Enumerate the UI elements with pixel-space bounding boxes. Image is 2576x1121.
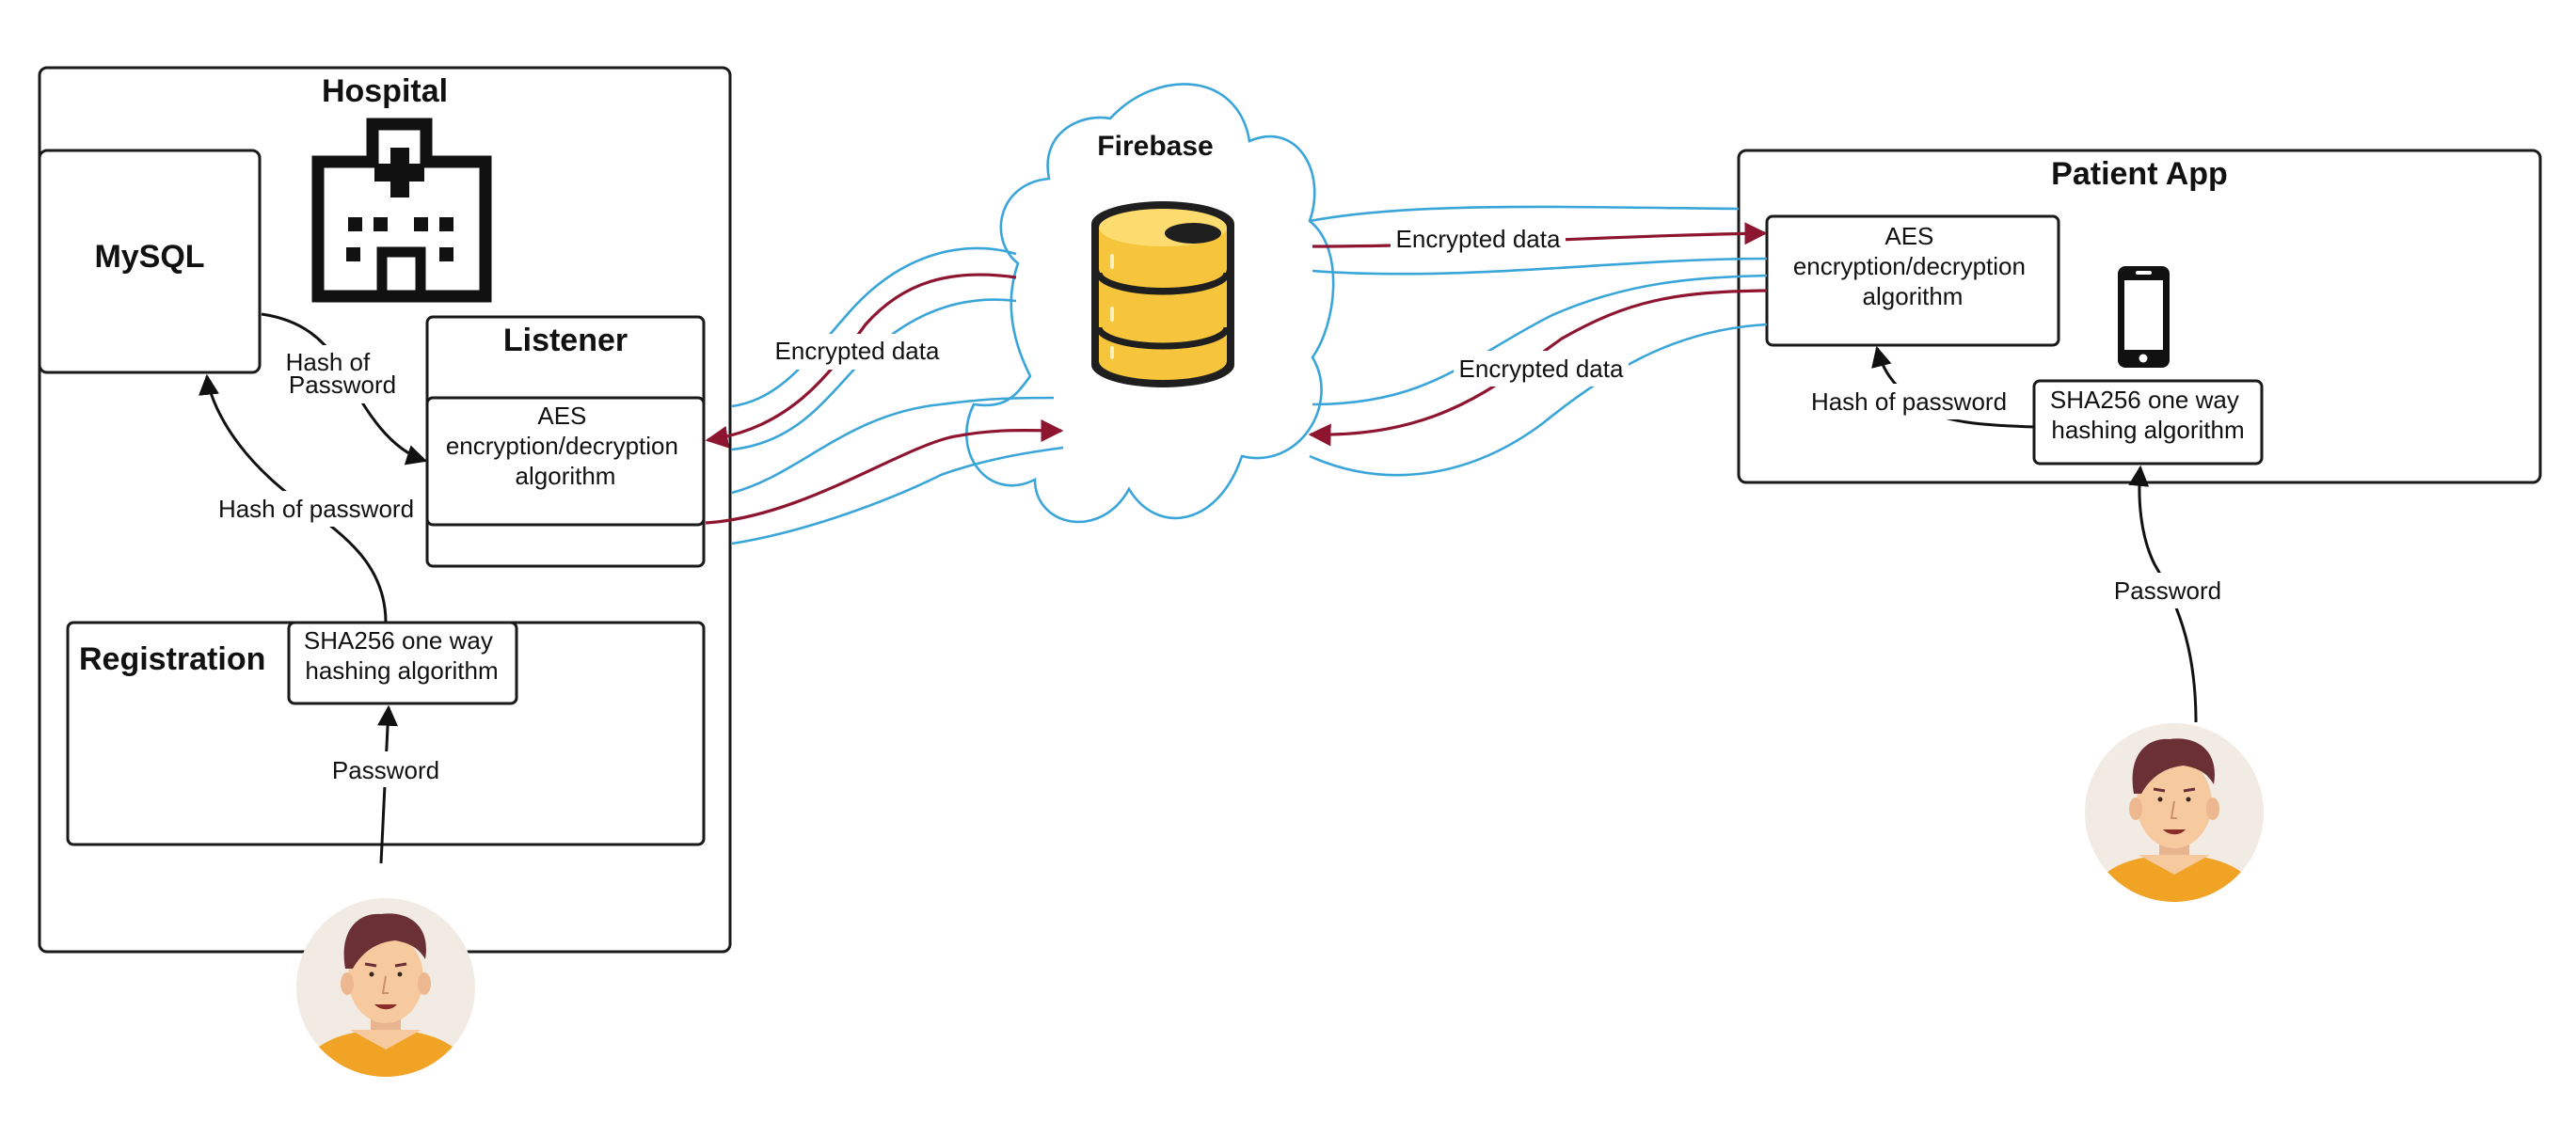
connector-listener-firebase-1: [731, 246, 1017, 408]
edge-firebase-left-label: Encrypted data: [775, 337, 940, 365]
registration-title: Registration: [79, 641, 265, 677]
patient-app-title: Patient App: [2051, 156, 2228, 192]
firebase-title: Firebase: [1097, 131, 1213, 162]
edge-patient-password-to-sha: [2128, 465, 2198, 723]
flow-firebase-to-listener: [705, 273, 1017, 449]
listener-title: Listener: [503, 323, 628, 358]
connector-firebase-patient-1: [1309, 205, 1740, 223]
patient-user-avatar-icon: [2085, 723, 2264, 902]
edge-patient-hash-label: Hash of password: [1811, 387, 2007, 416]
mysql-label: MySQL: [94, 239, 204, 275]
patient-sha-label: SHA256 one way hashing algorithm: [2050, 386, 2246, 444]
connector-listener-firebase-3: [731, 396, 1055, 495]
edge-password-label-bg: [327, 751, 444, 787]
database-icon: [1091, 201, 1234, 387]
edge-hash-to-mysql-label: Hash of password: [218, 495, 414, 523]
edge-firebase-right-bottom-label-bg: [1454, 351, 1629, 387]
edge-hash-to-mysql-label-bg: [213, 491, 420, 527]
edge-hash-to-listener-label: Hash of Password: [286, 348, 397, 399]
edge-patient-password-label-bg: [2107, 573, 2228, 608]
mysql-box: [38, 149, 262, 374]
edge-hash-to-mysql: [199, 373, 388, 624]
hospital-building-icon: [311, 118, 492, 303]
registration-sha-box: [287, 621, 518, 705]
edge-hash-to-listener-label-bg: [284, 345, 405, 403]
patient-sha-box: [2032, 379, 2264, 466]
patient-aes-label: AES encryption/decryption algorithm: [1793, 222, 2032, 310]
connector-firebase-patient-3: [1312, 274, 1768, 406]
edge-firebase-right-bottom-label: Encrypted data: [1459, 355, 1624, 383]
connector-firebase-patient-2: [1312, 257, 1768, 276]
listener-aes-label: AES encryption/decryption algorithm: [446, 402, 685, 490]
hospital-title: Hospital: [322, 73, 448, 109]
patient-aes-box: [1765, 214, 2060, 347]
flow-listener-to-firebase: [705, 418, 1064, 525]
edge-password-label: Password: [332, 756, 439, 784]
connector-firebase-patient-4: [1309, 323, 1768, 477]
hospital-user-avatar-icon: [296, 898, 475, 1077]
smartphone-icon: [2118, 266, 2170, 368]
registration-sha-label: SHA256 one way hashing algorithm: [304, 626, 500, 685]
edge-firebase-right-top-label-bg: [1391, 221, 1566, 257]
edge-patient-hash-label-bg: [1803, 384, 2015, 419]
edge-patient-password-label: Password: [2114, 576, 2221, 605]
connector-listener-firebase-4: [731, 446, 1064, 545]
edge-firebase-right-top-label: Encrypted data: [1396, 225, 1561, 253]
flow-patient-to-firebase: [1308, 289, 1768, 447]
edge-firebase-left-label-bg: [770, 334, 945, 370]
